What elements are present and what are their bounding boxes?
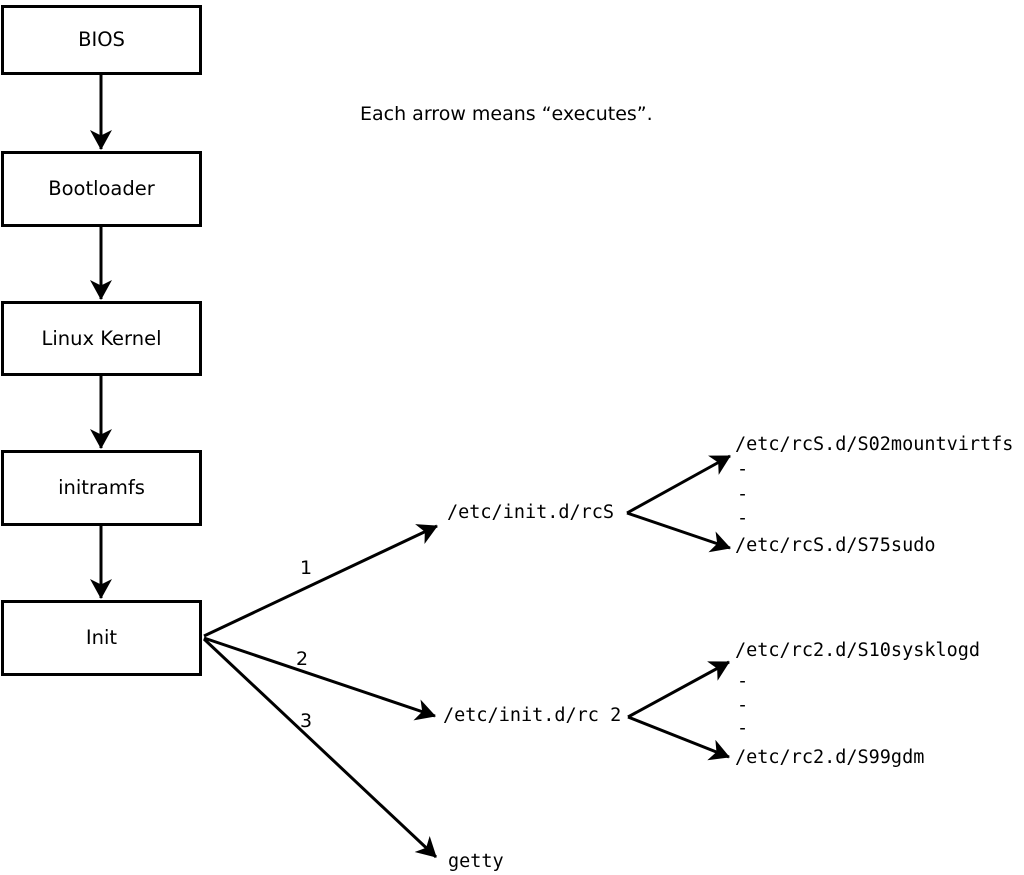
node-init-label: Init (85, 626, 118, 650)
arrow-rc2-to-s99gdm (627, 715, 730, 761)
ellipsis-dash: - (737, 484, 749, 505)
node-bootloader: Bootloader (1, 151, 202, 227)
node-init: Init (1, 600, 202, 676)
ellipsis-dash: - (737, 671, 749, 692)
arrow-init-to-rc2 (203, 636, 436, 721)
target-label-rcs: /etc/init.d/rcS (447, 502, 615, 523)
arrow-rcs-to-s02mountvirtfs (626, 454, 731, 515)
script-label-s99gdm: /etc/rc2.d/S99gdm (735, 747, 925, 768)
script-label-s10sysklogd: /etc/rc2.d/S10sysklogd (735, 640, 981, 661)
node-bootloader-label: Bootloader (48, 177, 155, 201)
arrow-number-3: 3 (300, 710, 313, 732)
node-bios: BIOS (1, 5, 202, 75)
node-bios-label: BIOS (78, 28, 125, 52)
ellipsis-dash: - (737, 718, 749, 739)
node-linux-kernel-label: Linux Kernel (41, 326, 162, 350)
arrow-number-2: 2 (296, 648, 309, 670)
diagram-caption: Each arrow means “executes”. (360, 103, 653, 125)
node-initramfs-label: initramfs (58, 476, 145, 500)
node-linux-kernel: Linux Kernel (1, 301, 202, 376)
arrow-rc2-to-s10sysklogd (627, 660, 730, 719)
target-label-getty: getty (448, 851, 504, 872)
arrow-init-to-rcs (203, 524, 438, 638)
node-initramfs: initramfs (1, 450, 202, 526)
ellipsis-dash: - (737, 459, 749, 480)
script-label-s02mountvirtfs: /etc/rcS.d/S02mountvirtfs (735, 434, 1014, 455)
target-label-rc2: /etc/init.d/rc 2 (443, 705, 622, 726)
ellipsis-dash: - (737, 695, 749, 716)
arrow-rcs-to-s75sudo (626, 511, 731, 553)
ellipsis-dash: - (737, 508, 749, 529)
script-label-s75sudo: /etc/rcS.d/S75sudo (735, 535, 936, 556)
arrow-init-to-getty (202, 637, 438, 859)
arrow-number-1: 1 (300, 557, 313, 579)
